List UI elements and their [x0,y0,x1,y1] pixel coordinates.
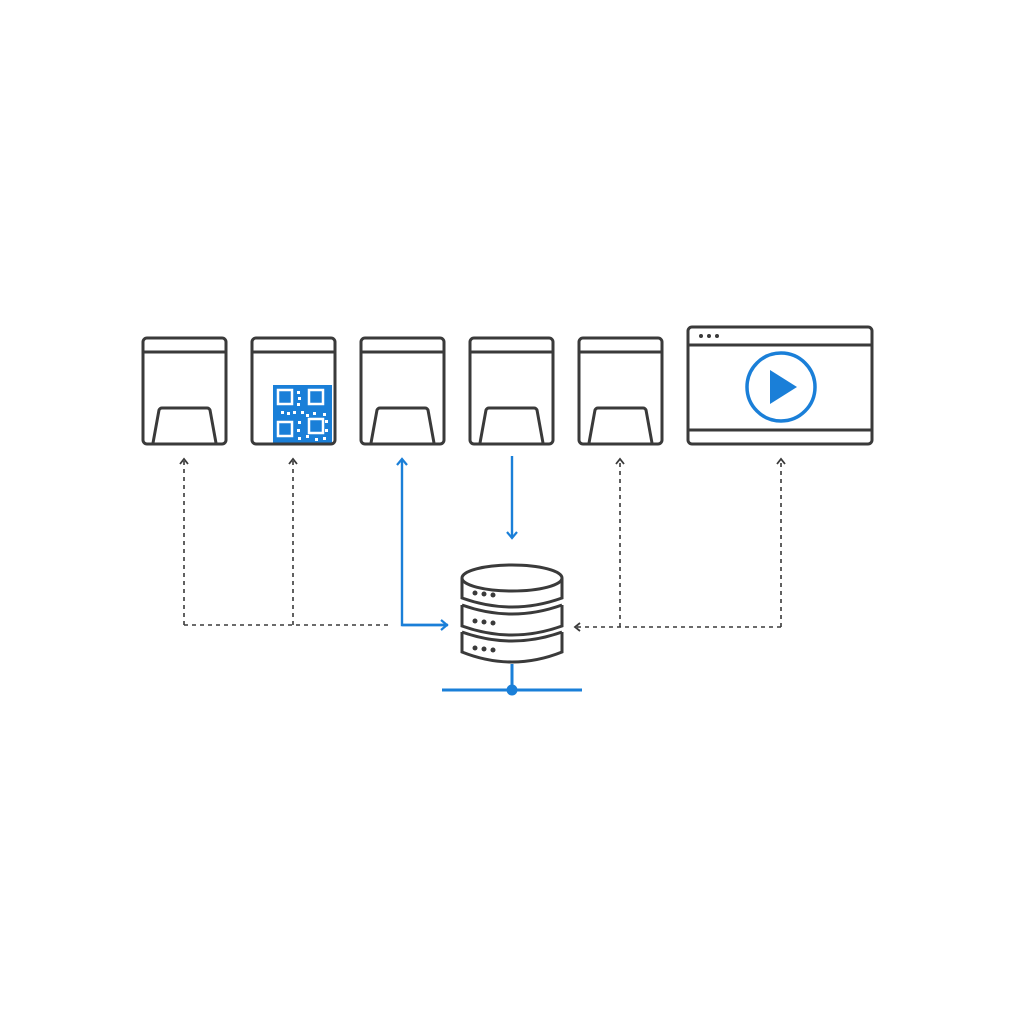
slot-icon [587,406,654,444]
kiosk-2-icon[interactable] [250,336,337,446]
connection-lines [179,456,786,632]
database-server-icon[interactable] [460,563,564,664]
kiosk-5-icon[interactable] [577,336,664,446]
slot-icon [369,406,436,444]
slot-icon [478,406,545,444]
play-button-icon [745,351,817,423]
solid-link-3 [396,457,448,627]
qr-code-icon [273,385,332,444]
network-bus-icon [442,664,582,696]
kiosk-3-icon[interactable] [359,336,446,446]
slot-icon [151,406,218,444]
kiosk-1-icon[interactable] [141,336,228,446]
kiosk-4-icon[interactable] [468,336,555,446]
video-window-icon[interactable] [686,325,874,446]
